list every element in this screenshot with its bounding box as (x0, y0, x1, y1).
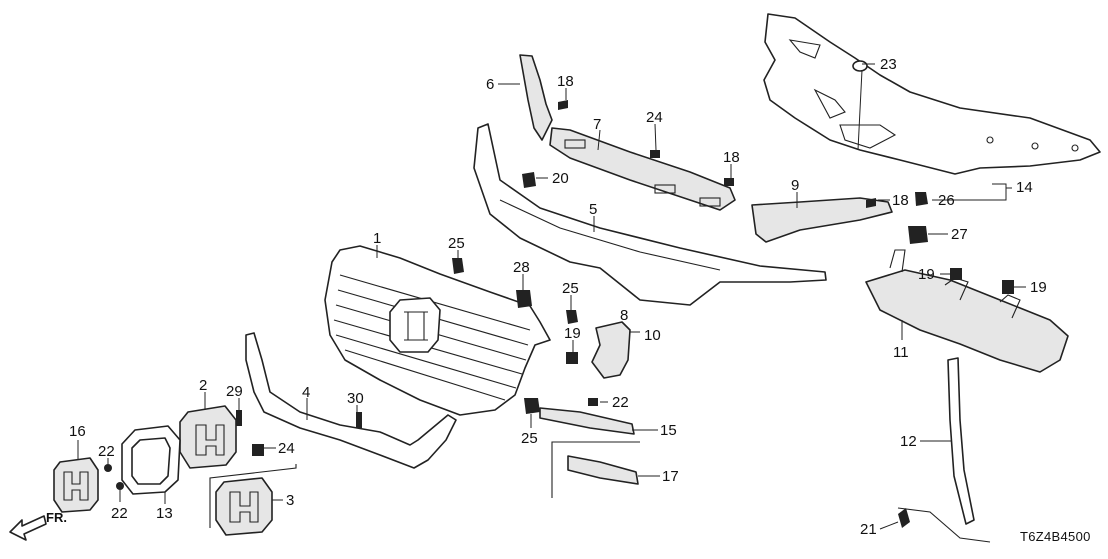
fastener-18b (724, 178, 734, 186)
callout-17: 17 (662, 468, 679, 485)
callout-22: 22 (612, 394, 629, 411)
callout-25: 25 (448, 235, 465, 252)
fastener-25a (452, 258, 464, 274)
part-9-side-bracket (751, 197, 893, 243)
fastener-22b (104, 464, 112, 472)
part-2-emblem-base (179, 405, 237, 469)
callout-3: 3 (286, 492, 294, 509)
callout-13: 13 (156, 505, 173, 522)
part-16-emblem (53, 457, 99, 513)
callout-16: 16 (69, 423, 86, 440)
callout-20: 20 (552, 170, 569, 187)
fastener-19c (1002, 280, 1014, 294)
callout-26: 26 (938, 192, 955, 209)
callout-19: 19 (1030, 279, 1047, 296)
callout-15: 15 (660, 422, 677, 439)
part-15-bracket (539, 407, 635, 435)
callout-12: 12 (900, 433, 917, 450)
callout-6: 6 (486, 76, 494, 93)
callout-25: 25 (562, 280, 579, 297)
fastener-24b (252, 444, 264, 456)
part-13-emblem-ring (121, 425, 181, 495)
part-10-bracket (591, 321, 631, 379)
callout-11: 11 (893, 344, 909, 361)
fastener-19a (566, 352, 578, 364)
fasteners (104, 100, 1014, 528)
callout-18: 18 (557, 73, 574, 90)
fastener-22c (116, 482, 124, 490)
part-14-upper-cover (763, 13, 1101, 175)
callout-9: 9 (791, 177, 799, 194)
callout-18: 18 (723, 149, 740, 166)
callout-19: 19 (918, 266, 935, 283)
part-7-upper-bracket (549, 127, 736, 211)
callout-8: 8 (620, 307, 628, 324)
fastener-26 (915, 192, 928, 206)
front-direction-arrow: FR. (9, 510, 67, 541)
callout-24: 24 (646, 109, 663, 126)
diagram-code: T6Z4B4500 (1020, 529, 1091, 544)
callout-27: 27 (951, 226, 968, 243)
fastener-27 (908, 226, 928, 244)
callout-4: 4 (302, 384, 310, 401)
callout-19: 19 (564, 325, 581, 342)
fastener-29 (236, 410, 242, 426)
callout-labels: 6 18 7 24 18 20 9 18 26 14 27 23 5 1 25 … (69, 56, 1091, 544)
callout-18: 18 (892, 192, 909, 209)
part-1-grille (324, 245, 551, 416)
front-label: FR. (46, 510, 67, 525)
leader-lines (77, 63, 1026, 530)
callout-14: 14 (1016, 179, 1033, 196)
callout-1: 1 (373, 230, 381, 247)
callout-24: 24 (278, 440, 295, 457)
callout-10: 10 (644, 327, 661, 344)
part-6-bracket (519, 54, 553, 141)
fastener-22a (588, 398, 598, 406)
callout-30: 30 (347, 390, 364, 407)
callout-22: 22 (111, 505, 128, 522)
callout-5: 5 (589, 201, 597, 218)
callout-29: 29 (226, 383, 243, 400)
fastener-18c (866, 198, 876, 208)
fastener-25c (524, 398, 540, 414)
part-17-bracket (551, 441, 640, 498)
fastener-24a (650, 150, 660, 158)
part-5-molding (473, 123, 827, 306)
fastener-25b (566, 310, 578, 324)
callout-21: 21 (860, 521, 877, 538)
part-4-garnish (245, 332, 457, 469)
fastener-18a (558, 100, 568, 110)
callout-28: 28 (513, 259, 530, 276)
callout-22: 22 (98, 443, 115, 460)
fastener-28 (516, 290, 532, 308)
fastener-21 (898, 508, 910, 528)
fastener-20 (522, 172, 536, 188)
callout-23: 23 (880, 56, 897, 73)
callout-25: 25 (521, 430, 538, 447)
part-12-stay (897, 357, 991, 543)
fastener-19b (950, 268, 962, 280)
fastener-30 (356, 412, 362, 428)
callout-7: 7 (593, 116, 601, 133)
part-3-emblem (209, 464, 297, 536)
part-23-clip (852, 60, 868, 72)
callout-2: 2 (199, 377, 207, 394)
